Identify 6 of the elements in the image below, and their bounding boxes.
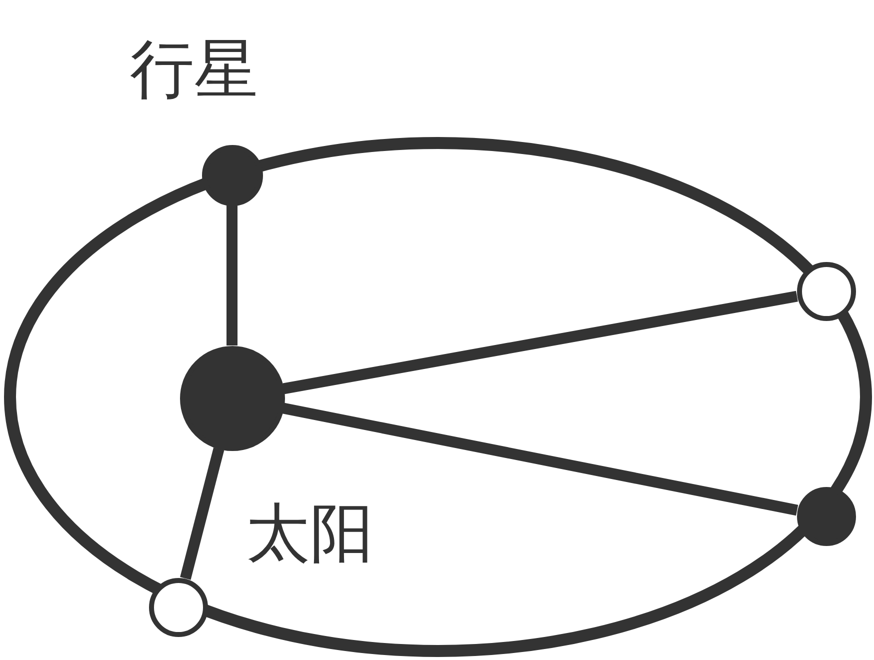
radius-line — [282, 290, 798, 394]
radius-line — [226, 206, 238, 346]
radius-line — [282, 402, 798, 516]
radius-line — [180, 447, 224, 580]
name-label: 太阳 — [246, 502, 374, 566]
name-label: 行星 — [130, 38, 258, 102]
